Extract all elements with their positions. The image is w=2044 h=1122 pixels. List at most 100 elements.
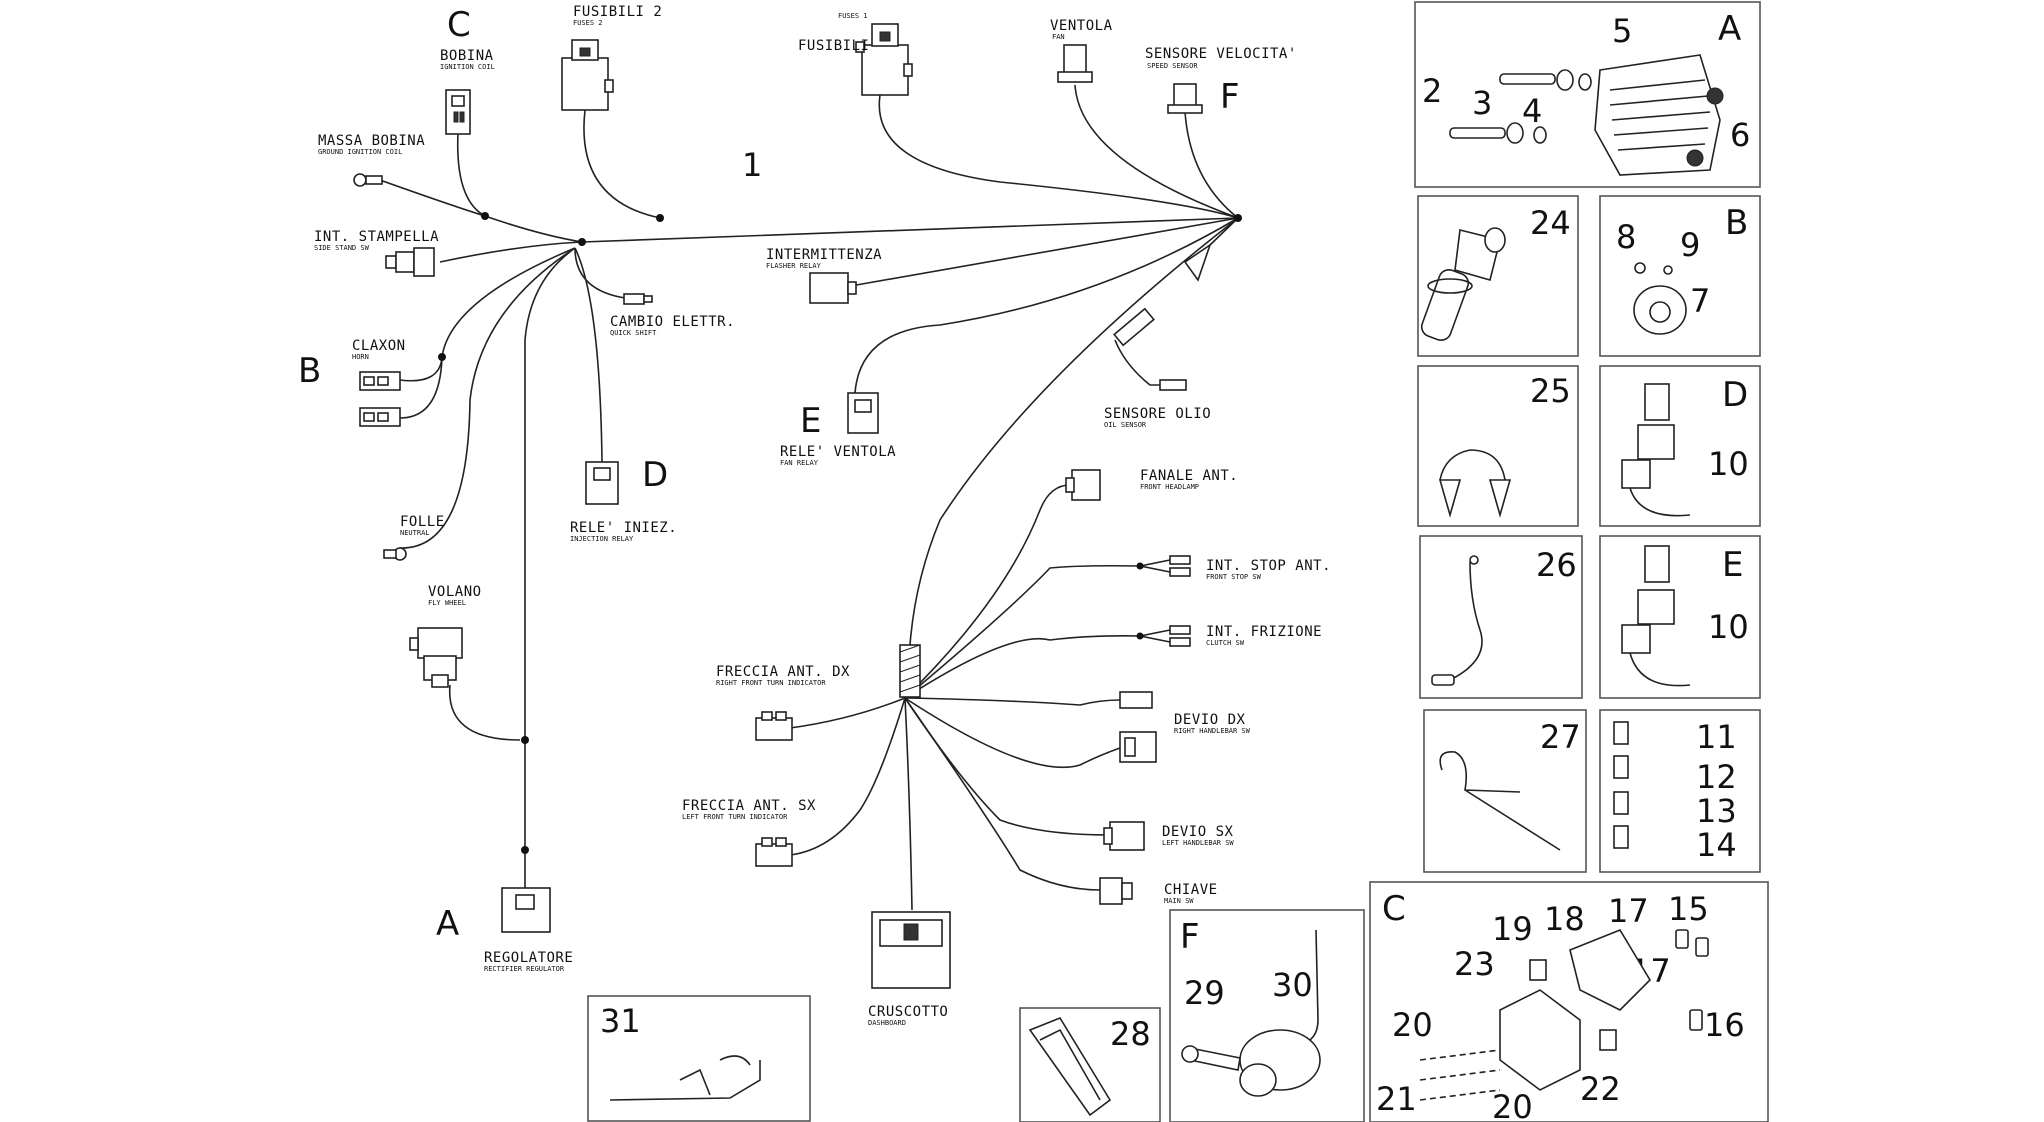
- label-fusibili: FUSIBILI: [798, 38, 869, 54]
- svg-text:3: 3: [1472, 84, 1492, 122]
- label-volano: VOLANO: [428, 584, 482, 600]
- label-fusibili2: FUSIBILI 2: [573, 4, 662, 20]
- right-handlebar-connectors: [1119, 691, 1157, 763]
- label-freccia-ant-dx: FRECCIA ANT. DX: [716, 664, 850, 680]
- neutral-terminal: [383, 547, 407, 561]
- svg-text:LEFT HANDLEBAR SW: LEFT HANDLEBAR SW: [1162, 839, 1234, 847]
- ground-coil-terminal: [353, 173, 383, 187]
- fan-relay-connector: [847, 392, 879, 434]
- label-claxon: CLAXON: [352, 338, 406, 354]
- panel-31: 31: [587, 995, 811, 1122]
- harness-number: 1: [742, 146, 762, 184]
- svg-text:F: F: [1180, 917, 1200, 957]
- svg-text:16: 16: [1704, 1006, 1745, 1044]
- svg-text:B: B: [1725, 203, 1748, 243]
- svg-text:IGNITION COIL: IGNITION COIL: [440, 63, 495, 71]
- svg-text:FAN RELAY: FAN RELAY: [780, 459, 819, 467]
- svg-text:22: 22: [1580, 1070, 1621, 1108]
- flywheel-connector: [409, 627, 463, 688]
- svg-text:10: 10: [1708, 608, 1749, 646]
- harness-sheath: [899, 644, 921, 698]
- svg-text:HORN: HORN: [352, 353, 369, 361]
- label-devio-sx: DEVIO SX: [1162, 824, 1234, 840]
- oil-sensor: [1113, 242, 1212, 391]
- svg-text:27: 27: [1540, 718, 1581, 756]
- svg-text:SIDE STAND SW: SIDE STAND SW: [314, 244, 370, 252]
- svg-text:19: 19: [1492, 910, 1533, 948]
- svg-text:26: 26: [1536, 546, 1577, 584]
- svg-text:RIGHT HANDLEBAR SW: RIGHT HANDLEBAR SW: [1174, 727, 1251, 735]
- label-folle: FOLLE: [400, 514, 445, 530]
- svg-text:4: 4: [1522, 92, 1542, 130]
- panel-25: 25: [1417, 365, 1579, 527]
- svg-text:E: E: [1722, 545, 1743, 585]
- letter-b: B: [298, 351, 321, 391]
- svg-text:LEFT FRONT TURN INDICATOR: LEFT FRONT TURN INDICATOR: [682, 813, 788, 821]
- svg-text:7: 7: [1690, 282, 1710, 320]
- label-sensore-olio: SENSORE OLIO: [1104, 406, 1211, 422]
- label-devio-dx: DEVIO DX: [1174, 712, 1246, 728]
- svg-text:OIL SENSOR: OIL SENSOR: [1104, 421, 1147, 429]
- svg-text:23: 23: [1454, 945, 1495, 983]
- label-cambio-elettr: CAMBIO ELETTR.: [610, 314, 735, 330]
- svg-text:13: 13: [1696, 792, 1737, 830]
- svg-text:C: C: [1382, 889, 1406, 929]
- svg-text:DASHBOARD: DASHBOARD: [868, 1019, 906, 1027]
- svg-text:15: 15: [1668, 890, 1709, 928]
- panel-24: 24: [1417, 195, 1579, 357]
- junction-dots: [438, 212, 1242, 854]
- svg-text:A: A: [1718, 9, 1741, 49]
- panel-27: 27: [1423, 709, 1587, 873]
- svg-text:FRONT STOP SW: FRONT STOP SW: [1206, 573, 1262, 581]
- label-bobina: BOBINA: [440, 48, 494, 64]
- panel-a: A 2 3 4 5 6: [1414, 1, 1761, 188]
- fuses1-connector: [855, 23, 913, 96]
- dashboard-connector: [871, 911, 951, 989]
- regulator-connector: [501, 887, 551, 933]
- svg-text:24: 24: [1530, 204, 1571, 242]
- label-int-frizione: INT. FRIZIONE: [1206, 624, 1322, 640]
- horn-connectors: [359, 371, 401, 427]
- right-turn-connector: [755, 711, 793, 741]
- quick-shift-connector: [623, 293, 653, 305]
- label-sensore-velocita: SENSORE VELOCITA': [1145, 46, 1297, 62]
- svg-text:MAIN SW: MAIN SW: [1164, 897, 1194, 905]
- svg-text:28: 28: [1110, 1015, 1151, 1053]
- ignition-coil-connector: [445, 89, 471, 135]
- svg-text:FRONT HEADLAMP: FRONT HEADLAMP: [1140, 483, 1199, 491]
- svg-text:8: 8: [1616, 218, 1636, 256]
- panel-e: E 10: [1599, 535, 1761, 699]
- svg-text:2: 2: [1422, 72, 1442, 110]
- svg-text:QUICK SHIFT: QUICK SHIFT: [610, 329, 657, 337]
- svg-text:14: 14: [1696, 826, 1737, 864]
- svg-text:FLY WHEEL: FLY WHEEL: [428, 599, 466, 607]
- label-chiave: CHIAVE: [1164, 882, 1218, 898]
- svg-text:5: 5: [1612, 12, 1632, 50]
- svg-text:31: 31: [600, 1002, 641, 1040]
- label-rele-iniez: RELE' INIEZ.: [570, 520, 677, 536]
- svg-text:30: 30: [1272, 966, 1313, 1004]
- svg-text:NEUTRAL: NEUTRAL: [400, 529, 430, 537]
- svg-text:RECTIFIER REGULATOR: RECTIFIER REGULATOR: [484, 965, 565, 973]
- panel-28: 28: [1019, 1007, 1161, 1122]
- svg-text:FUSES 1: FUSES 1: [838, 12, 868, 20]
- svg-text:20: 20: [1392, 1006, 1433, 1044]
- svg-text:21: 21: [1376, 1080, 1417, 1118]
- svg-text:10: 10: [1708, 445, 1749, 483]
- letter-e: E: [800, 401, 821, 441]
- injection-relay-connector: [585, 461, 619, 505]
- label-freccia-ant-sx: FRECCIA ANT. SX: [682, 798, 816, 814]
- svg-text:12: 12: [1696, 758, 1737, 796]
- fan-connector: [1057, 44, 1093, 83]
- label-intermittenza: INTERMITTENZA: [766, 247, 882, 263]
- svg-text:D: D: [1722, 375, 1748, 415]
- label-int-stop-ant: INT. STOP ANT.: [1206, 558, 1331, 574]
- svg-text:SPEED SENSOR: SPEED SENSOR: [1147, 62, 1198, 70]
- panel-fuses: 11 12 13 14: [1599, 709, 1761, 873]
- label-fanale-ant: FANALE ANT.: [1140, 468, 1238, 484]
- svg-text:9: 9: [1680, 226, 1700, 264]
- letter-a: A: [436, 904, 459, 944]
- panel-d: D 10: [1599, 365, 1761, 527]
- main-switch-connector: [1099, 877, 1133, 905]
